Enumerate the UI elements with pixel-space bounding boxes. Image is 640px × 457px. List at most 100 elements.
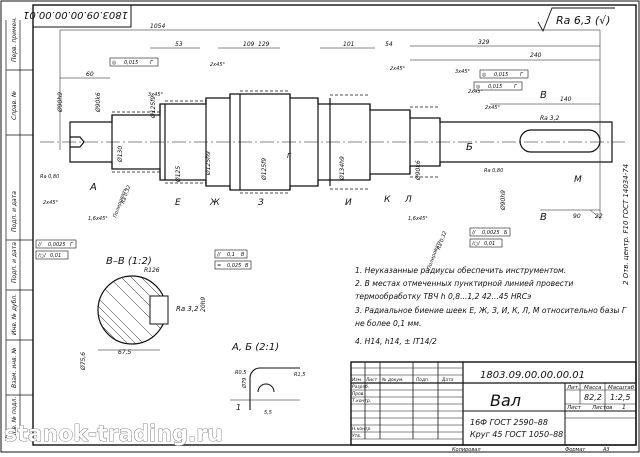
detail-d: Ø79 — [241, 378, 248, 389]
section-letter: Е — [175, 198, 181, 208]
stamp-sheets: Листов — [591, 405, 613, 411]
stamp-material2: Круг 45 ГОСТ 1050–88 — [470, 430, 563, 439]
dim-text: 2х45° — [390, 66, 406, 72]
section-letters: А Е Ж З И К Л Б В В М Г — [89, 90, 582, 223]
dim-text: 129 — [258, 41, 270, 48]
left-label: Инв. № дубл. — [11, 294, 18, 335]
tol-val: 0,015 — [124, 60, 138, 66]
watermark: stanok-trading.ru — [4, 422, 223, 447]
section-bb-r: R126 — [144, 267, 160, 274]
tol-base: Г — [150, 60, 154, 66]
tol-val: 0,01 — [50, 253, 61, 259]
tolerance-frame: // 0,0025 Г — [35, 239, 77, 249]
tol-base: Г — [514, 84, 518, 90]
note-line: не более 0,1 мм. — [355, 319, 421, 328]
tol-val: 0,015 — [494, 72, 508, 78]
note-line: 1. Неуказанные радиусы обеспечить инстру… — [355, 266, 566, 275]
section-bb-w: 20h9 — [200, 297, 207, 312]
diam-text: Ø134h9 — [339, 156, 346, 181]
stamp-row: Т.контр. — [352, 398, 371, 404]
left-label: Перв. примен. — [11, 17, 18, 62]
dim-text: 90 — [573, 213, 581, 220]
roughness-general-text: Ra 6,3 (√) — [556, 14, 610, 27]
tol-base: В — [241, 252, 245, 258]
dim-text: 2х45° — [210, 62, 226, 68]
diameter-labels: Ø90h9 Ø90k6 Ø125f9 Ø130 Ø125 Ø125f9 Ø134… — [57, 92, 507, 211]
diam-text: Ø130 — [117, 146, 124, 163]
tol-sym: ◎ — [112, 60, 117, 66]
top-dimension-texts: 1054 53 109 129 101 54 329 240 60 3х45° … — [43, 23, 542, 206]
dim-text: 101 — [343, 41, 354, 48]
stamp-format: Формат — [565, 447, 586, 453]
tol-base: В — [245, 263, 249, 269]
tol-base: Г — [520, 72, 524, 78]
dim-text: 329 — [478, 39, 490, 46]
tol-val: 0,01 — [484, 241, 495, 247]
hardening-marks — [112, 90, 440, 194]
ra-mark: Ra 0,80 — [40, 174, 59, 180]
title-block-texts: 1803.09.00.00.00.01 Вал 16Ф ГОСТ 2590–88… — [352, 370, 635, 453]
tol-base: Г — [70, 242, 74, 248]
rotated-code-box — [32, 4, 132, 28]
section-letter: З — [258, 198, 264, 208]
dim-text: 2х45° — [468, 89, 484, 95]
rotated-code: 1803.09.00.00.00.01 — [23, 9, 128, 20]
stamp-row: Разраб. — [352, 384, 369, 390]
stamp-scale: 1:2,5 — [610, 393, 631, 402]
tolerance-frame: = 0,025 В — [214, 260, 252, 270]
stamp-format-v: А3 — [602, 447, 610, 453]
dim-text: 140 — [560, 96, 572, 103]
stamp-sheet: Лист — [566, 405, 582, 411]
stamp-sheets-n: 1 — [622, 404, 626, 411]
section-letter: В — [540, 90, 547, 101]
notes: 1. Неуказанные радиусы обеспечить инстру… — [355, 266, 627, 346]
note-line: термообработку ТВЧ h 0,8...1,2 42...45 H… — [355, 292, 531, 301]
stamp-row: Н.контр. — [352, 426, 372, 432]
note-line: 3. Радиальное биение шеек Е, Ж, З, И, К,… — [355, 306, 627, 315]
dim-text: 1054 — [150, 23, 165, 30]
left-column-labels: Перв. примен. Справ. № Подп. и дата Инв.… — [11, 17, 18, 438]
tol-sym: // — [216, 252, 222, 258]
section-letter: В — [540, 212, 547, 223]
detail-w: 5,5 — [264, 410, 272, 416]
detail-ab: А, Б (2:1) R0,5 R1,5 Ø79 5,5 1 — [230, 342, 305, 416]
tolerance-frame: ◎ 0,015 Г — [109, 57, 159, 67]
tol-sym: /○/ — [471, 241, 481, 247]
shaft — [69, 93, 613, 191]
diam-text: Ø125f9 — [150, 96, 157, 119]
stamp-row: № докум. — [381, 377, 404, 383]
stamp-material1: 16Ф ГОСТ 2590–88 — [470, 418, 548, 427]
left-label: Подп. и дата — [11, 191, 18, 232]
tol-sym: // — [471, 230, 477, 236]
detail-r1: R0,5 — [235, 370, 246, 376]
left-label: Взам. инв. № — [11, 347, 18, 388]
note-line: 2. В местах отмеченных пунктирной линией… — [355, 279, 573, 288]
tolerance-frame: /○/ 0,01 — [469, 238, 503, 248]
diam-text: Ø90k6 — [95, 92, 102, 113]
section-bb: В–В (1:2) R126 20h9 Ø75,6 67,5 — [80, 256, 207, 371]
left-label: Инв. № подл. — [11, 397, 18, 438]
detail-n: 1 — [236, 403, 241, 412]
dim-text: 240 — [530, 52, 542, 59]
tolerance-frame: // 0,1 В — [214, 249, 248, 259]
tol-sym: ◎ — [476, 84, 481, 90]
dim-text: 3х45° — [455, 69, 471, 75]
section-letter: Ж — [209, 198, 220, 208]
section-bb-w2: 67,5 — [118, 349, 132, 356]
stamp-scale-h: Масштаб — [608, 385, 635, 391]
left-label: Справ. № — [11, 91, 18, 120]
left-label: Подп. и дата — [11, 242, 18, 283]
section-letter: А — [89, 182, 97, 193]
stamp-row: Изм. — [352, 377, 362, 383]
diam-text: Ø125h9 — [205, 151, 212, 176]
stamp-lit: Лит. — [566, 385, 580, 391]
stamp-mass-h: Масса — [584, 385, 602, 391]
section-letter: М — [574, 175, 582, 185]
tol-val: 0,0025 — [482, 230, 500, 236]
stamp-row: Пров. — [352, 391, 365, 397]
note-line: 4. H14, h14, ± IT14/2 — [355, 337, 437, 346]
detail-title: А, Б (2:1) — [231, 342, 279, 353]
